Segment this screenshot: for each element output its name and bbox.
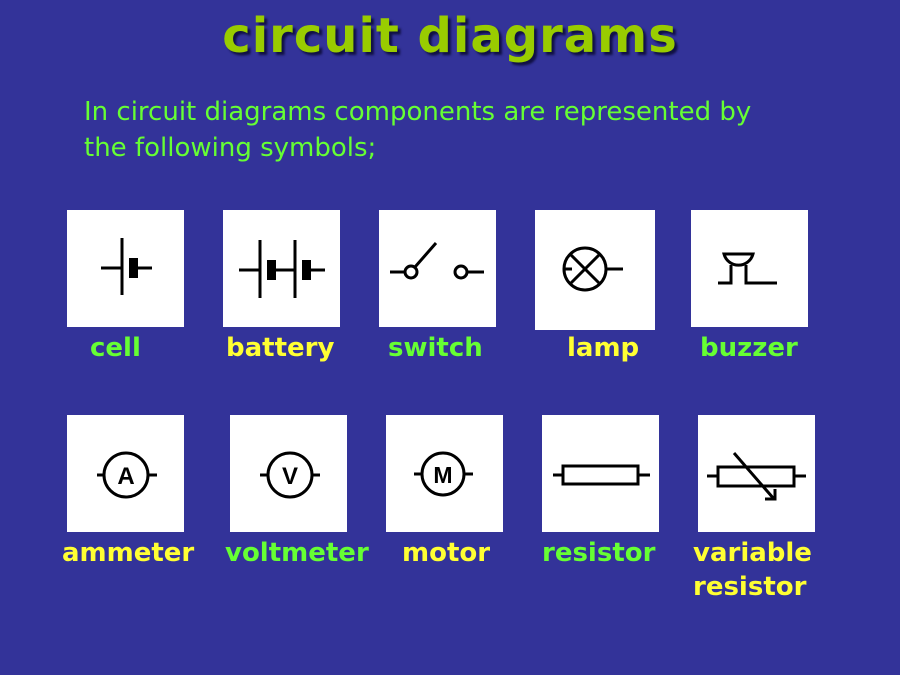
switch-label: switch: [388, 333, 483, 363]
motor-label: motor: [402, 538, 491, 568]
voltmeter-symbol-box: V: [230, 415, 347, 532]
resistor-symbol-icon: [553, 464, 650, 486]
intro-line-2: the following symbols;: [84, 133, 377, 163]
slide-title: circuit diagrams: [222, 8, 678, 64]
motor-symbol-icon: M: [414, 451, 473, 497]
switch-symbol-box: [379, 210, 496, 327]
battery-symbol-box: [223, 210, 340, 327]
cell-symbol-icon: [101, 238, 152, 295]
voltmeter-symbol-icon: V: [260, 451, 320, 499]
variable-resistor-label: variable resistor: [693, 536, 812, 604]
lamp-symbol-icon: [562, 246, 623, 292]
variable-resistor-symbol-icon: [707, 452, 806, 501]
buzzer-symbol-icon: [718, 252, 777, 285]
ammeter-label: ammeter: [62, 538, 195, 568]
resistor-symbol-box: [542, 415, 659, 532]
motor-symbol-box: M: [386, 415, 503, 532]
svg-text:V: V: [282, 463, 298, 490]
buzzer-label: buzzer: [700, 333, 798, 363]
lamp-symbol-box: [535, 210, 655, 330]
switch-symbol-icon: [390, 242, 484, 280]
svg-text:M: M: [433, 462, 452, 488]
svg-text:A: A: [117, 463, 134, 490]
variable-resistor-label-line-1: variable: [693, 538, 812, 568]
variable-resistor-symbol-box: [698, 415, 815, 532]
resistor-label: resistor: [542, 538, 656, 568]
voltmeter-label: voltmeter: [225, 538, 369, 568]
lamp-label: lamp: [567, 333, 640, 363]
variable-resistor-label-line-2: resistor: [693, 572, 807, 602]
battery-label: battery: [226, 333, 335, 363]
buzzer-symbol-box: [691, 210, 808, 327]
ammeter-symbol-box: A: [67, 415, 184, 532]
intro-text: In circuit diagrams components are repre…: [84, 94, 844, 166]
ammeter-symbol-icon: A: [97, 451, 157, 499]
battery-symbol-icon: [239, 240, 325, 298]
cell-symbol-box: [67, 210, 184, 327]
intro-line-1: In circuit diagrams components are repre…: [84, 97, 752, 127]
cell-label: cell: [90, 333, 141, 363]
